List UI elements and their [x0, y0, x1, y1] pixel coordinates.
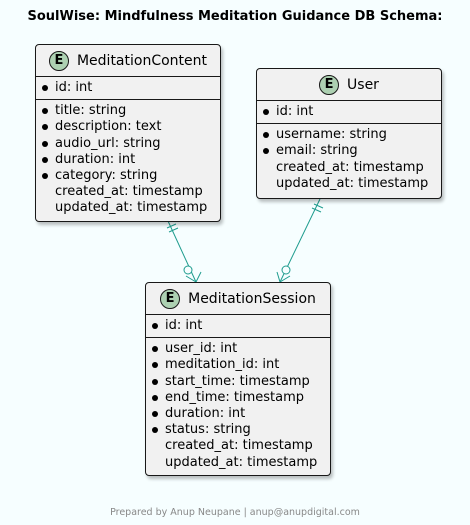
- field-text: created_at: timestamp: [55, 184, 203, 200]
- entity-field: id: int: [42, 80, 220, 96]
- diagram-title: SoulWise: Mindfulness Meditation Guidanc…: [27, 9, 443, 24]
- field-text: created_at: timestamp: [276, 159, 424, 175]
- bullet-icon: [152, 378, 165, 385]
- entity-field: duration: int: [42, 152, 220, 168]
- field-text: start_time: timestamp: [165, 373, 310, 389]
- entity-field: description: text: [42, 119, 220, 135]
- field-text: created_at: timestamp: [165, 438, 313, 454]
- bullet-icon: [152, 394, 165, 401]
- field-text: category: string: [55, 168, 158, 184]
- field-text: description: text: [55, 119, 162, 135]
- entity-header: E User: [257, 69, 441, 101]
- entity-name: MeditationSession: [188, 290, 316, 307]
- entity-pk-section: id: int: [257, 101, 441, 125]
- entity-field: updated_at: timestamp: [152, 455, 330, 471]
- entity-badge-icon: E: [160, 288, 181, 309]
- field-text: id: int: [165, 318, 203, 334]
- entity-field: created_at: timestamp: [152, 438, 330, 454]
- entity-field: created_at: timestamp: [42, 184, 220, 200]
- bullet-icon: [152, 346, 165, 353]
- entity-field: updated_at: timestamp: [42, 200, 220, 216]
- field-text: id: int: [276, 104, 314, 120]
- entity-field: username: string: [263, 127, 441, 143]
- entity-field: duration: int: [152, 406, 330, 422]
- entity-field: category: string: [42, 168, 220, 184]
- entity-badge-icon: E: [48, 50, 69, 71]
- field-text: status: string: [165, 422, 251, 438]
- edge-content-session: [166, 220, 202, 283]
- field-text: updated_at: timestamp: [165, 454, 318, 470]
- entity-field: end_time: timestamp: [152, 390, 330, 406]
- entity-name: User: [347, 76, 379, 93]
- entity-field: user_id: int: [152, 341, 330, 357]
- bullet-icon: [42, 156, 55, 163]
- field-text: email: string: [276, 143, 358, 159]
- bullet-icon: [152, 427, 165, 434]
- entity-pk-section: id: int: [36, 77, 220, 101]
- bullet-icon: [152, 362, 165, 369]
- field-text: end_time: timestamp: [165, 389, 304, 405]
- entity-field: start_time: timestamp: [152, 374, 330, 390]
- bullet-icon: [42, 85, 55, 92]
- bullet-icon: [263, 109, 276, 116]
- entity-field: id: int: [152, 318, 330, 334]
- field-text: duration: int: [55, 151, 136, 167]
- field-text: updated_at: timestamp: [55, 200, 208, 216]
- bullet-icon: [42, 124, 55, 131]
- bullet-icon: [152, 323, 165, 330]
- bullet-icon: [152, 411, 165, 418]
- entity-field: status: string: [152, 422, 330, 438]
- field-text: audio_url: string: [55, 135, 161, 151]
- field-text: user_id: int: [165, 341, 238, 357]
- field-text: duration: int: [165, 406, 246, 422]
- entity-pk-section: id: int: [146, 315, 330, 339]
- entity-header: E MeditationContent: [36, 45, 220, 77]
- entity-field: updated_at: timestamp: [263, 176, 441, 192]
- entity-meditation-content[interactable]: E MeditationContent id: int title: strin…: [35, 44, 221, 222]
- footer-credit: Prepared by Anup Neupane | anup@anupdigi…: [110, 507, 360, 518]
- entity-field: id: int: [263, 104, 441, 120]
- bullet-icon: [42, 173, 55, 180]
- entity-header: E MeditationSession: [146, 283, 330, 315]
- field-text: updated_at: timestamp: [276, 175, 429, 191]
- entity-field: title: string: [42, 103, 220, 119]
- bullet-icon: [263, 148, 276, 155]
- bullet-icon: [263, 132, 276, 139]
- entity-meditation-session[interactable]: E MeditationSession id: int user_id: int…: [145, 282, 331, 476]
- edge-user-session: [276, 198, 324, 283]
- bullet-icon: [42, 140, 55, 147]
- entity-field: email: string: [263, 143, 441, 159]
- field-text: title: string: [55, 103, 127, 119]
- field-text: meditation_id: int: [165, 357, 280, 373]
- field-text: id: int: [55, 80, 93, 96]
- entity-field: created_at: timestamp: [263, 160, 441, 176]
- entity-badge-icon: E: [319, 74, 340, 95]
- entity-field: meditation_id: int: [152, 357, 330, 373]
- field-text: username: string: [276, 127, 387, 143]
- entity-name: MeditationContent: [76, 52, 208, 69]
- bullet-icon: [42, 108, 55, 115]
- entity-field: audio_url: string: [42, 136, 220, 152]
